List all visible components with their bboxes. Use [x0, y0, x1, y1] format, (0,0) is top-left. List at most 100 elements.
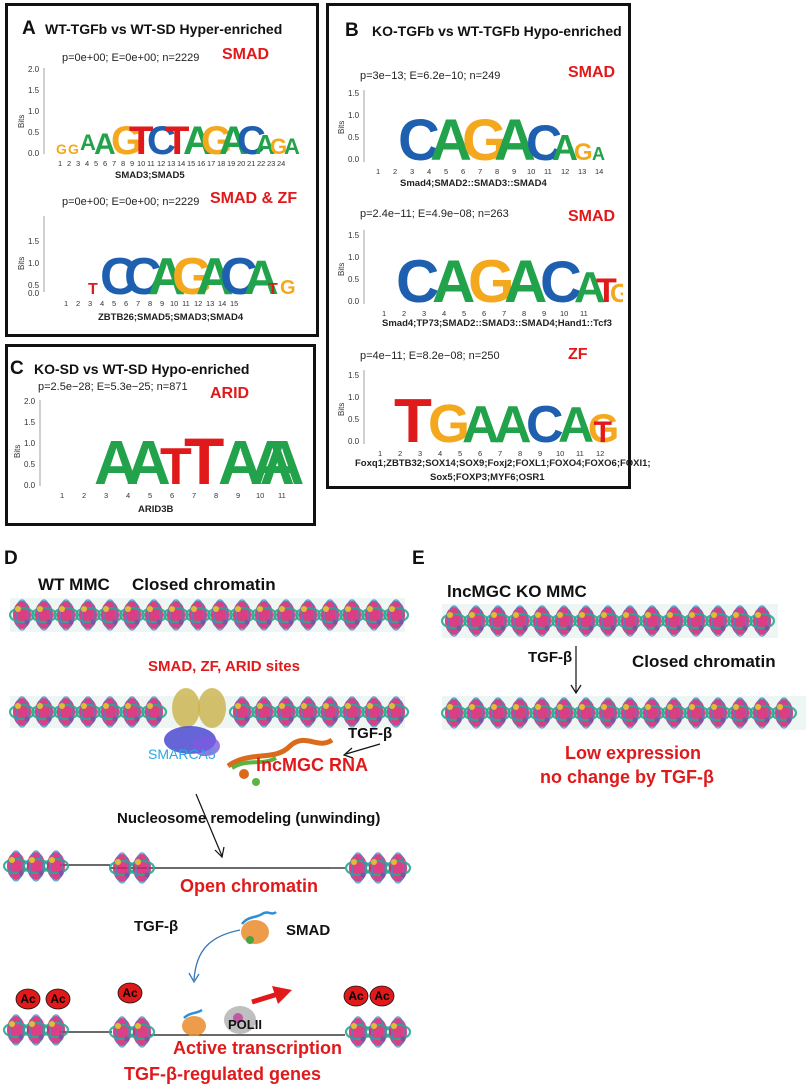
a-motif2-letters: T C C A G A C A T G: [88, 248, 296, 306]
svg-text:0.0: 0.0: [348, 297, 360, 306]
b-motif2-tf: SMAD: [568, 208, 616, 225]
svg-text:1.5: 1.5: [28, 86, 40, 95]
svg-text:5: 5: [94, 159, 98, 168]
svg-text:9: 9: [542, 309, 546, 318]
svg-text:3: 3: [418, 449, 422, 458]
d-active-fiber: [2, 1006, 412, 1049]
d-genes-label: TGF-β-regulated genes: [124, 1064, 322, 1084]
d-tgfb-label-1: TGF-β: [348, 725, 393, 742]
svg-text:A: A: [80, 130, 96, 155]
svg-text:2: 2: [402, 309, 406, 318]
svg-text:8: 8: [214, 491, 218, 500]
svg-text:4: 4: [438, 449, 442, 458]
svg-text:13: 13: [206, 299, 214, 308]
svg-text:0.5: 0.5: [24, 460, 36, 469]
svg-text:A: A: [94, 128, 116, 161]
svg-text:C: C: [100, 248, 138, 306]
svg-text:1.0: 1.0: [348, 111, 360, 120]
svg-text:1: 1: [376, 167, 380, 176]
svg-text:1.5: 1.5: [348, 89, 360, 98]
d-sites-fiber: [8, 688, 410, 729]
d-acetyl-marks: Ac Ac Ac Ac Ac: [15, 982, 395, 1010]
svg-text:13: 13: [167, 159, 175, 168]
b-motif3-tf: ZF: [568, 346, 588, 363]
d-active-label: Active transcription: [173, 1038, 343, 1058]
svg-text:11: 11: [182, 299, 190, 308]
svg-text:9: 9: [538, 449, 542, 458]
svg-text:T: T: [268, 281, 278, 298]
svg-text:10: 10: [137, 159, 145, 168]
svg-text:1.5: 1.5: [348, 231, 360, 240]
d-lncmgc-label: lncMGC RNA: [256, 755, 368, 775]
svg-text:C: C: [526, 115, 562, 171]
svg-text:C: C: [398, 108, 440, 173]
d-smarca5-label: SMARCA5: [148, 746, 216, 762]
a-motif1-stats: p=0e+00; E=0e+00; n=2229: [62, 52, 200, 64]
svg-text:G: G: [428, 394, 470, 454]
svg-text:1: 1: [382, 309, 386, 318]
svg-text:9: 9: [160, 299, 164, 308]
e-closed-fiber-1: [440, 604, 778, 638]
svg-text:23: 23: [267, 159, 275, 168]
svg-text:9: 9: [130, 159, 134, 168]
svg-text:2: 2: [67, 159, 71, 168]
svg-text:8: 8: [495, 167, 499, 176]
ac-label-3: Ac: [122, 986, 138, 1000]
b-motif2-ylabel: Bits: [338, 263, 346, 276]
svg-text:A: A: [284, 134, 300, 159]
panel-c: [5, 344, 316, 526]
svg-text:C: C: [540, 250, 582, 315]
svg-text:A: A: [260, 429, 305, 498]
svg-text:7: 7: [478, 167, 482, 176]
svg-text:5: 5: [458, 449, 462, 458]
a-motif1-tf: SMAD: [222, 46, 270, 63]
svg-text:G: G: [610, 278, 623, 308]
svg-text:G: G: [574, 139, 593, 166]
a-motif2-stats: p=0e+00; E=0e+00; n=2229: [62, 196, 200, 208]
svg-text:2.0: 2.0: [28, 65, 40, 74]
svg-text:6: 6: [170, 491, 174, 500]
svg-text:1.0: 1.0: [28, 107, 40, 116]
svg-text:0.0: 0.0: [28, 149, 40, 158]
panel-a-title: WT-TGFb vs WT-SD Hyper-enriched: [45, 21, 283, 37]
svg-text:2: 2: [393, 167, 397, 176]
svg-text:2.0: 2.0: [24, 397, 36, 406]
svg-text:A: A: [218, 429, 263, 498]
panel-c-title: KO-SD vs WT-SD Hypo-enriched: [34, 361, 250, 377]
svg-text:T: T: [184, 424, 224, 498]
svg-text:7: 7: [136, 299, 140, 308]
b-motif1-stats: p=3e−13; E=6.2e−10; n=249: [360, 70, 501, 82]
svg-text:11: 11: [147, 159, 155, 168]
svg-text:G: G: [56, 141, 67, 157]
svg-text:A: A: [504, 248, 547, 315]
svg-text:3: 3: [410, 167, 414, 176]
svg-text:A: A: [432, 248, 475, 315]
svg-text:8: 8: [121, 159, 125, 168]
svg-text:19: 19: [227, 159, 235, 168]
svg-text:1.0: 1.0: [348, 253, 360, 262]
svg-text:7: 7: [112, 159, 116, 168]
d-diagram: Ac Ac Ac Ac Ac: [2, 598, 412, 1049]
svg-text:17: 17: [207, 159, 215, 168]
svg-text:9: 9: [512, 167, 516, 176]
svg-text:7: 7: [192, 491, 196, 500]
svg-text:C: C: [124, 248, 162, 306]
svg-text:T: T: [596, 272, 617, 310]
e-closed-label: Closed chromatin: [632, 652, 776, 671]
svg-text:1.0: 1.0: [24, 439, 36, 448]
d-open-label: Open chromatin: [180, 876, 319, 896]
svg-text:T: T: [160, 438, 192, 496]
d-lncmgc-rna-shape: [226, 737, 334, 786]
svg-text:24: 24: [277, 159, 285, 168]
c-motif1-ylabel: Bits: [14, 445, 22, 458]
d-polii-label: POLII: [228, 1017, 262, 1032]
d-remodel-arrow: [195, 793, 225, 859]
svg-text:2: 2: [398, 449, 402, 458]
svg-text:4: 4: [442, 309, 446, 318]
svg-text:T: T: [594, 416, 612, 449]
